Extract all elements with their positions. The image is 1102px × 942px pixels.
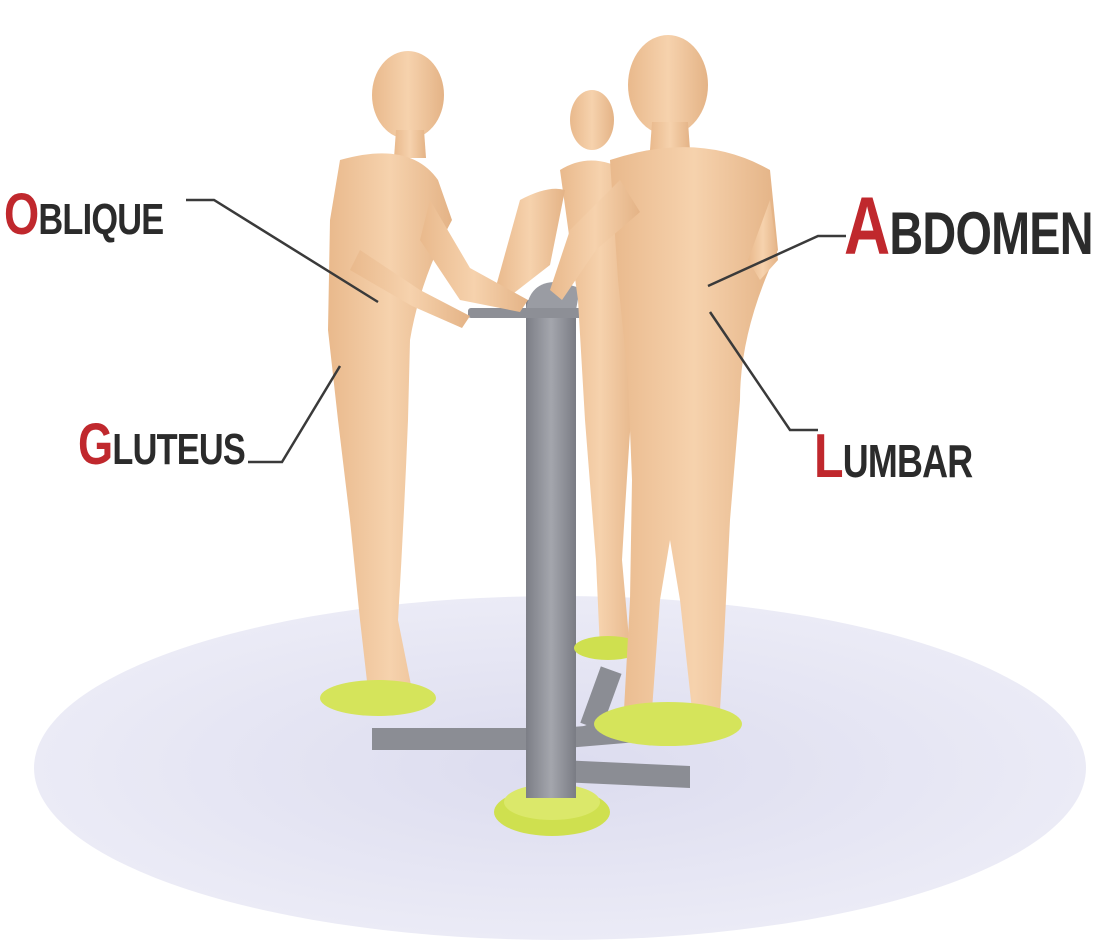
label-lumbar-rest: UMBAR	[843, 435, 973, 487]
label-gluteus: GLUTEUS	[78, 416, 245, 474]
label-lumbar: LUMBAR	[814, 426, 972, 488]
label-oblique-rest: BLIQUE	[38, 195, 163, 244]
label-oblique: OBLIQUE	[4, 186, 163, 244]
leader-gluteus	[248, 366, 340, 462]
label-gluteus-initial: G	[78, 412, 112, 477]
label-abdomen-initial: A	[844, 181, 889, 272]
label-lumbar-initial: L	[814, 422, 843, 491]
foot-pad-right	[594, 702, 742, 746]
figure-left	[328, 51, 528, 690]
label-abdomen-rest: BDOMEN	[889, 200, 1092, 267]
center-pole	[526, 300, 576, 798]
label-abdomen: ABDOMEN	[844, 186, 1093, 268]
label-gluteus-rest: LUTEUS	[112, 425, 245, 474]
label-oblique-initial: O	[4, 182, 38, 247]
foot-pad-left	[320, 680, 436, 716]
